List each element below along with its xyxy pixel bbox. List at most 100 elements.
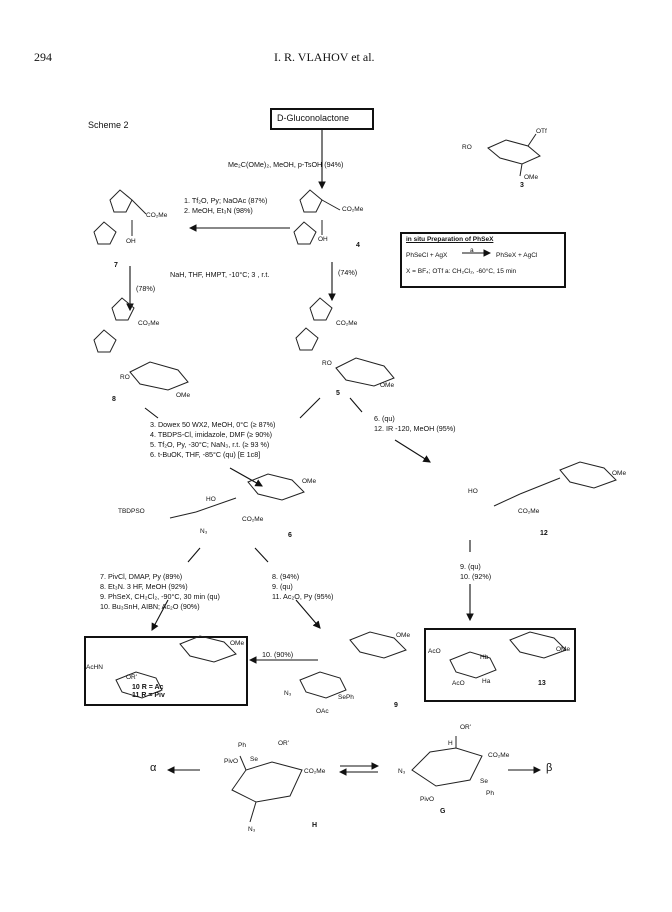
frag-5-ome: OMe — [380, 382, 395, 389]
cond-to6-5: 5. Tf₂O, Py, -30°C; NaN₃, r.t. (≥ 93 %) — [150, 440, 270, 449]
beta-label: β — [546, 762, 553, 774]
cond-to9-9: 9. (qu) — [272, 582, 293, 591]
frag-9-oac: OAc — [316, 708, 329, 715]
frag-12-ho: HO — [468, 488, 478, 495]
start-label: D-Gluconolactone — [277, 113, 350, 123]
arrow-6-right-line — [254, 547, 269, 563]
cond-to10-8: 8. Et₃N. 3 HF, MeOH (92%) — [100, 582, 188, 591]
product-box-13 — [424, 628, 576, 702]
frag-H-pivo: PivO — [224, 758, 239, 765]
frag-13-aco2: AcO — [452, 680, 465, 687]
frag-G-co2me: CO₂Me — [488, 752, 510, 759]
page-number: 294 — [34, 50, 52, 64]
frag-3-otf: OTf — [536, 128, 547, 135]
structure-G — [411, 736, 483, 787]
insitu-eq-left: PhSeCl + AgX — [406, 252, 448, 259]
insitu-title: in situ Preparation of PhSeX — [406, 236, 494, 243]
compound-13: 13 — [538, 680, 546, 687]
cond-to6-4: 4. TBDPS-Cl, imidazole, DMF (≥ 90%) — [150, 430, 273, 439]
cond-to7-2: 2. MeOH, Et₃N (98%) — [184, 206, 253, 215]
compound-6: 6 — [288, 532, 292, 539]
frag-G-se: Se — [480, 778, 488, 785]
frag-8-ome: OMe — [176, 392, 191, 399]
frag-12-co2me: CO₂Me — [518, 508, 540, 515]
frag-13-hb: Hb — [480, 654, 489, 661]
cond-to7-1: 1. Tf₂O, Py; NaOAc (87%) — [184, 196, 268, 205]
frag-G-ph: Ph — [486, 790, 494, 797]
structure-3 — [487, 133, 541, 177]
compound-5: 5 — [336, 390, 340, 397]
frag-G-pivo: PivO — [420, 796, 435, 803]
frag-3-ome: OMe — [524, 174, 539, 181]
compound-3: 3 — [520, 182, 524, 189]
frag-H-orp: OR' — [278, 740, 289, 747]
frag-8-ro: RO — [120, 374, 130, 381]
frag-H-se: Se — [250, 756, 258, 763]
frag-10-ome: OMe — [230, 640, 245, 647]
insitu-box: in situ Preparation of PhSeX PhSeCl + Ag… — [400, 232, 566, 288]
frag-9-ome: OMe — [396, 632, 411, 639]
frag-8-co2me: CO₂Me — [138, 320, 160, 327]
cond-to7-pct: (78%) — [136, 284, 156, 293]
frag-G-h: H — [448, 740, 453, 747]
frag-3-ro: RO — [462, 144, 472, 151]
frag-G-n3: N₃ — [398, 768, 406, 775]
cond-to12-12: 12. IR -120, MeOH (95%) — [374, 424, 456, 433]
cond-to6-3: 3. Dowex 50 WX2, MeOH, 0°C (≥ 87%) — [150, 420, 276, 429]
compound-12: 12 — [540, 530, 548, 537]
compound-10: 10 R = Ac — [132, 684, 164, 691]
frag-7-co2me: CO₂Me — [146, 212, 168, 219]
frag-6-n3: N₃ — [200, 528, 208, 535]
compound-11: 11 R = Piv — [132, 692, 165, 699]
frag-G-orp: OR' — [460, 724, 471, 731]
arrow-to-6 — [229, 467, 263, 487]
frag-9-seph: SePh — [338, 694, 354, 701]
frag-7-oh: OH — [126, 238, 136, 245]
structure-4 — [293, 189, 341, 245]
cond-nah: NaH, THF, HMPT, -10°C; 3 , r.t. — [170, 270, 270, 279]
cond-to12-6: 6. (qu) — [374, 414, 395, 423]
structure-10-11 — [115, 635, 237, 699]
arrow-5-line — [299, 397, 321, 419]
frag-4-co2me: CO₂Me — [342, 206, 364, 213]
frag-H-ph: Ph — [238, 742, 246, 749]
frag-13-ome: OMe — [556, 646, 571, 653]
compound-4: 4 — [356, 242, 360, 249]
cond-to5-pct: (74%) — [338, 268, 358, 277]
frag-9-n3: N₃ — [284, 690, 292, 697]
cond-to6-6: 6. t-BuOK, THF, -85°C (qu) [E 1c8] — [150, 450, 261, 459]
arrow-to-10 — [151, 599, 169, 631]
frag-5-co2me: CO₂Me — [336, 320, 358, 327]
frag-6-tbdpso: TBDPSO — [118, 508, 145, 515]
cond-9-to-10: 10. (90%) — [262, 650, 294, 659]
frag-13-ha: Ha — [482, 678, 491, 685]
structure-6 — [169, 473, 305, 519]
frag-6-ho: HO — [206, 496, 216, 503]
cond-to10-7: 7. PivCl, DMAP, Py (89%) — [100, 572, 183, 581]
cond-to10-9: 9. PhSeX, CH₂Cl₂, -90°C, 30 min (qu) — [100, 592, 220, 601]
cond-to9-8: 8. (94%) — [272, 572, 300, 581]
cond-to10-10: 10. Bu₃SnH, AIBN; Ac₂O (90%) — [100, 602, 200, 611]
cond-to13-9: 9. (qu) — [460, 562, 481, 571]
arrow-6-left-line — [187, 547, 201, 563]
compound-7: 7 — [114, 262, 118, 269]
arrow-to-9 — [295, 599, 321, 629]
frag-12-ome: OMe — [612, 470, 627, 477]
arrow-5-to-12-line — [349, 397, 363, 413]
structure-8 — [93, 297, 189, 391]
frag-6-co2me: CO₂Me — [242, 516, 264, 523]
frag-13-aco: AcO — [428, 648, 441, 655]
alpha-label: α — [150, 762, 157, 774]
arrow-8-line — [144, 407, 159, 419]
compound-9: 9 — [394, 702, 398, 709]
compound-H: H — [312, 822, 318, 829]
compound-8: 8 — [112, 396, 116, 403]
frag-10-achn: AcHN — [86, 664, 103, 671]
insitu-conditions: X = BF₄; OTf a: CH₂Cl₂, -60°C, 15 min — [406, 268, 517, 275]
frag-4-oh: OH — [318, 236, 328, 243]
running-head: I. R. VLAHOV et al. — [274, 50, 375, 64]
cond-to4: Me₂C(OMe)₂, MeOH, p-TsOH (94%) — [228, 160, 344, 169]
scheme-title: Scheme 2 — [88, 120, 129, 130]
cond-to13-10: 10. (92%) — [460, 572, 492, 581]
